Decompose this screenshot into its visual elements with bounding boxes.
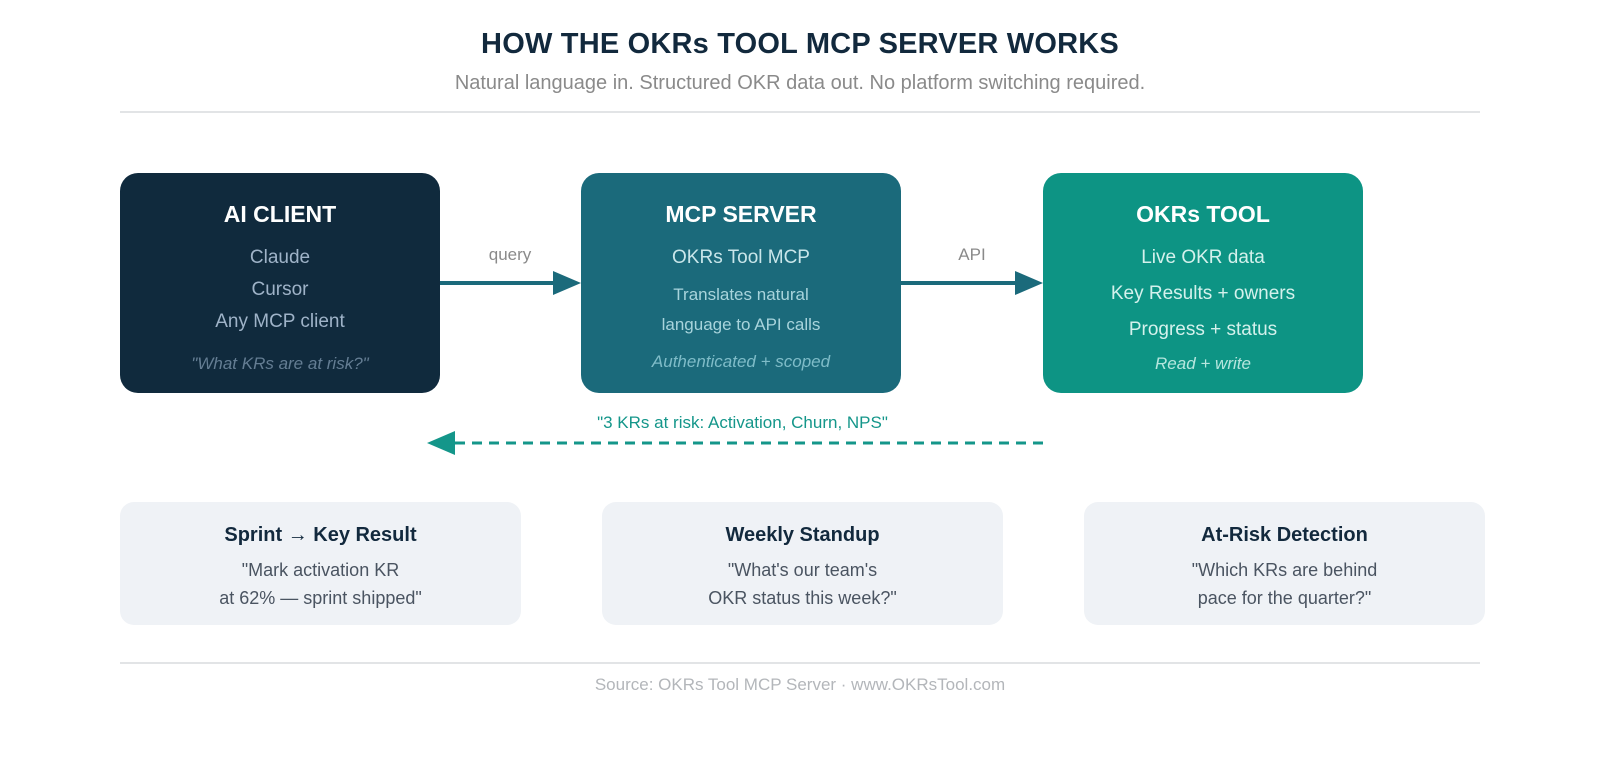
use-case-line: "Which KRs are behind <box>1191 560 1378 580</box>
okrs-tool-title: OKRs TOOL <box>1136 201 1270 227</box>
source-credit: Source: OKRs Tool MCP Server · www.OKRsT… <box>594 675 1006 694</box>
mcp-server-box: MCP SERVER OKRs Tool MCP Translates natu… <box>581 173 901 393</box>
page-title: HOW THE OKRs TOOL MCP SERVER WORKS <box>481 28 1119 60</box>
tool-note: Read + write <box>1155 354 1251 373</box>
use-case-line: pace for the quarter?" <box>1197 588 1372 608</box>
server-name: OKRs Tool MCP <box>672 247 810 268</box>
use-case-card: At-Risk Detection "Which KRs are behind … <box>1084 502 1485 625</box>
client-example-query: "What KRs are at risk?" <box>191 354 369 373</box>
use-case-card: Sprint → Key Result "Mark activation KR … <box>120 502 521 625</box>
use-case-title: Sprint → Key Result <box>224 524 417 546</box>
client-any-mcp: Any MCP client <box>215 311 345 332</box>
api-label: API <box>958 245 986 264</box>
return-arrow <box>427 431 1043 455</box>
arrow-client-to-server <box>440 271 581 295</box>
server-note: Authenticated + scoped <box>651 352 831 371</box>
header-divider <box>120 111 1480 113</box>
client-claude: Claude <box>249 247 311 268</box>
use-case-line: OKR status this week?" <box>708 588 897 608</box>
server-description-1: Translates natural <box>673 285 809 304</box>
use-case-title: At-Risk Detection <box>1201 524 1368 546</box>
tool-progress: Progress + status <box>1128 319 1278 340</box>
use-case-line: at 62% — sprint shipped" <box>219 588 422 608</box>
server-description-2: language to API calls <box>661 315 821 334</box>
tool-key-results: Key Results + owners <box>1110 283 1296 304</box>
return-response-label: "3 KRs at risk: Activation, Churn, NPS" <box>597 413 888 432</box>
client-cursor: Cursor <box>251 279 309 300</box>
use-case-card: Weekly Standup "What's our team's OKR st… <box>602 502 1003 625</box>
use-case-line: "What's our team's <box>727 560 878 580</box>
arrow-server-to-tool <box>901 271 1043 295</box>
use-case-title: Weekly Standup <box>725 524 880 546</box>
mcp-server-title: MCP SERVER <box>665 201 817 227</box>
query-label: query <box>488 245 532 264</box>
footer-divider <box>120 662 1480 664</box>
tool-live-data: Live OKR data <box>1141 247 1265 268</box>
okrs-tool-box: OKRs TOOL Live OKR data Key Results + ow… <box>1043 173 1363 393</box>
ai-client-title: AI CLIENT <box>223 201 337 227</box>
use-case-line: "Mark activation KR <box>241 560 400 580</box>
ai-client-box: AI CLIENT Claude Cursor Any MCP client "… <box>120 173 440 393</box>
page-subtitle: Natural language in. Structured OKR data… <box>454 72 1146 94</box>
